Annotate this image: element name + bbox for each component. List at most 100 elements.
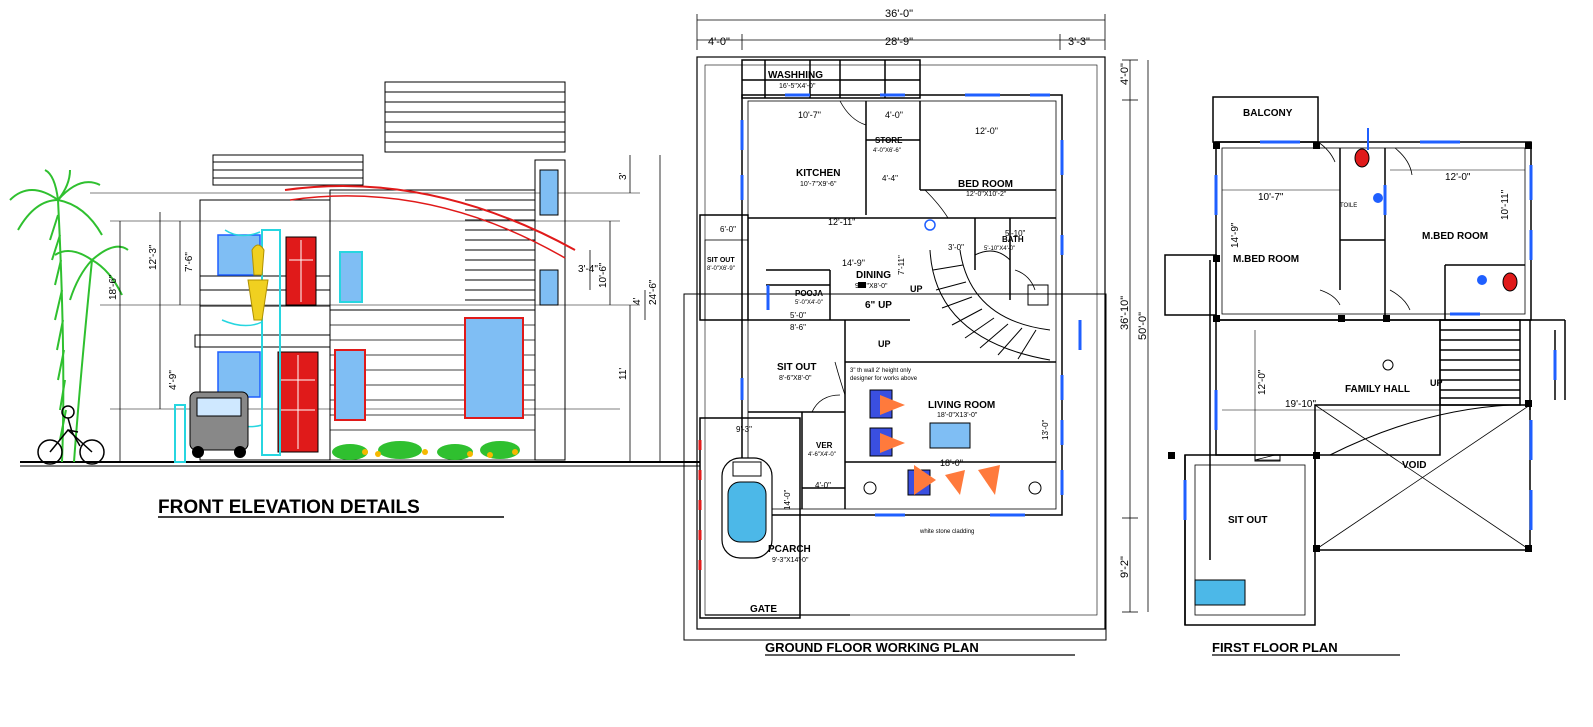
- elevation-window: [334, 349, 366, 421]
- room-label: DINING: [856, 270, 891, 281]
- plan-dim-side: 9'-2": [1119, 556, 1131, 578]
- elev-dim: 12'-3": [148, 244, 159, 270]
- elev-dim: 7'-6": [184, 252, 195, 272]
- ff-room-label: SIT OUT: [1228, 515, 1267, 526]
- inner-dim: 12'-11": [828, 217, 855, 227]
- elev-dim: 18'-6": [108, 274, 119, 300]
- room-label: BATH: [1002, 235, 1024, 244]
- inner-dim: 14'-0": [783, 489, 792, 510]
- room-size: 8'-6"X8'-0": [779, 375, 812, 382]
- ff-dim: 12'-0": [1445, 172, 1471, 183]
- car-icon: [1194, 579, 1246, 606]
- ff-room-label: FAMILY HALL: [1345, 384, 1410, 395]
- up-label: 6" UP: [865, 300, 892, 311]
- ff-room-label: M.BED ROOM: [1422, 231, 1488, 242]
- ff-room-label: VOID: [1402, 460, 1426, 471]
- inner-dim: 9'-3": [736, 425, 752, 434]
- elev-dim: 24'-6": [648, 279, 659, 305]
- ff-toilet-label: TOILE: [1340, 203, 1357, 209]
- wall-note: 3" th wall 2' height only: [850, 368, 911, 374]
- room-label: VER: [816, 441, 833, 450]
- ff-windows: [1183, 140, 1557, 530]
- elev-dim: 4'-9": [168, 370, 179, 390]
- ff-dim: 12'-0": [1257, 369, 1268, 395]
- ff-dim: 10'-7": [1258, 192, 1284, 203]
- inner-dim: 12'-0": [975, 126, 998, 136]
- ff-room-label: BALCONY: [1243, 108, 1293, 119]
- room-label: LIVING ROOM: [928, 400, 995, 411]
- up-label: UP: [910, 284, 923, 294]
- sofa-icon: [863, 389, 1042, 496]
- lamp-icon: [251, 244, 265, 276]
- plan-dim-side: 4'-0": [1119, 63, 1131, 85]
- elev-dim: 10'-6": [598, 262, 609, 288]
- room-size: 9'-5"X8'-0": [855, 283, 888, 290]
- ff-dim: 14'-9": [1230, 222, 1241, 248]
- inner-dim: 6'-0": [720, 225, 736, 234]
- inner-dim: 8'-6": [790, 323, 806, 332]
- flower-bed: [332, 441, 520, 460]
- elevation-title: FRONT ELEVATION DETAILS: [158, 497, 420, 518]
- room-label: PCARCH: [768, 544, 811, 555]
- gate-label: GATE: [750, 604, 777, 615]
- room-label: SIT OUT: [777, 362, 816, 373]
- up-label: UP: [878, 339, 891, 349]
- front-elevation: 18'-6" 12'-3" 4'-9" 7'-6" 3' 3'-4" 10'-6…: [9, 81, 700, 518]
- plan-dim-top: 4'-0": [708, 36, 730, 48]
- ff-dim: 19'-10": [1285, 399, 1316, 410]
- ff-up-label: UP: [1430, 378, 1443, 388]
- site-boundary: [696, 56, 1106, 630]
- room-size: 8'-0"X6'-9": [707, 266, 735, 272]
- room-size: 18'-0"X13'-0": [937, 412, 978, 419]
- ground-plan-title: GROUND FLOOR WORKING PLAN: [765, 640, 979, 655]
- inner-dim: 7'-11": [897, 255, 906, 275]
- cyclist-icon: [37, 405, 105, 465]
- elevation-window: [539, 269, 559, 306]
- plan-dim-top: 28'-9": [885, 36, 913, 48]
- elevation-window: [539, 169, 559, 216]
- plan-dim-top: 36'-0": [885, 8, 913, 20]
- ground-floor-plan: 36'-0" 4'-0" 28'-9" 3'-3" 4'-0" 36'-10" …: [683, 8, 1149, 656]
- room-label: WASHHING: [768, 70, 823, 81]
- ff-room-label: M.BED ROOM: [1233, 254, 1299, 265]
- inner-dim: 13'-0": [1041, 419, 1050, 440]
- elev-dim: 11': [618, 368, 629, 380]
- first-floor-plan: BALCONY M.BED ROOM M.BED ROOM FAMILY HAL…: [1164, 96, 1566, 656]
- room-size: 16'-5"X4'-0": [779, 83, 816, 90]
- wall-note: designer for works above: [850, 376, 918, 382]
- inner-dim: 3'-0": [948, 243, 964, 252]
- room-size: 5'-10"X4'-0": [984, 246, 1015, 252]
- room-size: 9'-3"X14'-0": [772, 557, 809, 564]
- elevation-window: [464, 317, 524, 419]
- room-size: 10'-7"X9'-6": [800, 181, 837, 188]
- elev-dim: 4': [632, 297, 643, 305]
- elev-dim: 3'-4": [578, 264, 598, 275]
- inner-dim: 4'-0": [885, 110, 903, 120]
- stone-note: white stone cladding: [919, 529, 974, 535]
- ff-dim: 10'-11": [1500, 189, 1511, 220]
- room-label: STORE: [875, 136, 903, 145]
- plan-windows: [740, 93, 1082, 517]
- elev-dim: 3': [618, 172, 629, 180]
- inner-dim: 5'-0": [790, 311, 806, 320]
- car-icon: [721, 457, 773, 559]
- elevation-window: [217, 351, 261, 398]
- room-size: 5'-0"X4'-0": [795, 300, 823, 306]
- inner-dim: 4'-4": [882, 174, 898, 183]
- cyan-pillar: [261, 229, 281, 456]
- plan-dim-side: 36'-10": [1119, 296, 1131, 330]
- room-size: 4'-0"X6'-6": [873, 148, 901, 154]
- roof-arc: [284, 185, 576, 251]
- car-icon: [189, 391, 249, 458]
- staircase: [929, 249, 1051, 361]
- room-size: 4'-6"X4'-0": [808, 452, 836, 458]
- room-size: 12'-0"X10'-2": [966, 191, 1007, 198]
- first-plan-title: FIRST FLOOR PLAN: [1212, 640, 1338, 655]
- elevation-window: [339, 251, 363, 303]
- inner-dim: 14'-9": [842, 258, 865, 268]
- wc-icon: [1027, 284, 1049, 306]
- inner-dim: 18'-0": [940, 458, 963, 468]
- toilet-icon: [1354, 128, 1518, 292]
- plan-dim-top: 3'-3": [1068, 36, 1090, 48]
